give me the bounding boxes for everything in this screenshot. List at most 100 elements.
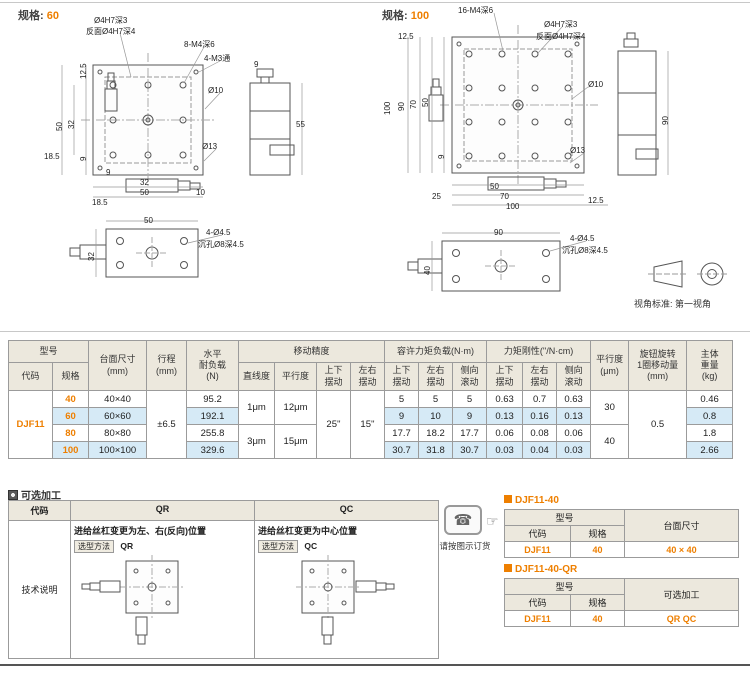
cell-parallel-um: 30 <box>590 390 630 425</box>
cell-ml: 10 <box>418 407 454 425</box>
qc-description: 进给丝杠变更为中心位置 <box>258 526 358 536</box>
bottom-rule <box>0 664 750 666</box>
th-parallelism-um: 平行度 (μm) <box>590 340 630 391</box>
cell-size: 40×40 <box>88 390 148 408</box>
order1-row-values: DJF11 40 40 × 40 <box>504 541 740 558</box>
cell-size: 100×100 <box>88 441 148 459</box>
optional-body-row: 技术说明 进给丝杠变更为左、右(反向)位置 选型方法 QR <box>8 520 439 659</box>
cell-load: 329.6 <box>186 441 240 459</box>
th-weight: 主体 重量 (kg) <box>686 340 734 391</box>
cell-straightness: 3μm <box>238 424 276 459</box>
cell-rig: 0.63 <box>556 390 592 408</box>
dim-label: 反面Ø4H7深4 <box>536 32 586 41</box>
qc-cell: 进给丝杠变更为中心位置 选型方法 QC <box>254 520 439 659</box>
order-table-2: 型号 可选加工 代码 规格 DJF11 40 QR QC <box>503 578 740 627</box>
dim-label: 70 <box>500 192 509 201</box>
cell-travel: ±6.5 <box>146 390 188 459</box>
dim-label: 32 <box>67 120 76 129</box>
th-model: 型号 <box>7 340 90 363</box>
phone-icon: ☎ <box>444 505 482 535</box>
th-order-extra: 台面尺寸 <box>624 509 740 542</box>
dim-label: 12.5 <box>79 63 88 79</box>
cell-rig: 0.06 <box>556 424 592 442</box>
th-straightness: 直线度 <box>238 362 276 391</box>
orange-square-icon <box>504 495 512 503</box>
cell-weight: 2.66 <box>686 441 734 459</box>
cell-ml: 30.7 <box>384 441 420 459</box>
dim-label: 50 <box>55 122 64 131</box>
orange-square-icon <box>504 564 512 572</box>
drawing-panel-60: 规格: 60 <box>8 3 370 331</box>
optional-header-row: 代码 QR QC <box>8 500 439 521</box>
order-box2-title-text: DJF11-40-QR <box>515 564 578 575</box>
spec-title-60: 规格: 60 <box>18 7 59 23</box>
th-order-code: 代码 <box>504 594 571 611</box>
spec-label: 规格: <box>18 10 44 22</box>
order-code-value: DJF11 <box>504 610 571 627</box>
cell-weight: 1.8 <box>686 424 734 442</box>
order-code-value: DJF11 <box>504 541 571 558</box>
cell-rig: 0.03 <box>556 441 592 459</box>
optional-title-text: 可选加工 <box>21 491 61 502</box>
dim-label: 4-Ø4.5 <box>570 234 595 243</box>
cell-spec: 100 <box>51 441 90 459</box>
order-note: 请按图示订货 <box>439 541 491 551</box>
th-order-code: 代码 <box>504 525 571 542</box>
cell-ml: 5 <box>418 390 454 408</box>
cell-ml: 5 <box>384 390 420 408</box>
cell-ml: 31.8 <box>418 441 454 459</box>
header-row-2: 代码 规格 直线度 平行度 上下 摆动 左右 摆动 上下 摆动 左右 摆动 侧向… <box>8 362 733 391</box>
mid-rule <box>0 331 750 332</box>
spec-table: 型号 台面尺寸 (mm) 行程 (mm) 水平 耐负载 (N) 移动精度 容许力… <box>7 340 734 459</box>
qr-method-value: QR <box>120 541 134 551</box>
order-box1-title-text: DJF11-40 <box>515 495 559 506</box>
drawing-panel-100: 规格: 100 <box>372 3 746 331</box>
dim-label: Ø13 <box>202 142 218 151</box>
cell-ml: 18.2 <box>418 424 454 442</box>
dim-label: 50 <box>421 98 430 107</box>
dim-label: 40 <box>423 266 432 275</box>
cell-size: 60×60 <box>88 407 148 425</box>
dim-label: 沉孔Ø8深4.5 <box>198 240 244 249</box>
order-box2-title: DJF11-40-QR <box>504 564 577 575</box>
qc-drawing <box>296 555 395 645</box>
dim-label: 9 <box>254 60 259 69</box>
cell-load: 95.2 <box>186 390 240 408</box>
dim-label: 55 <box>296 120 305 129</box>
th-load: 水平 耐负载 (N) <box>186 340 240 391</box>
th-pitch: 上下 摆动 <box>316 362 352 391</box>
th-opt-qr: QR <box>70 500 255 521</box>
th-parallelism: 平行度 <box>274 362 318 391</box>
dim-label: 18.5 <box>92 198 108 207</box>
dim-label: 12.5 <box>588 196 604 205</box>
order2-row-model: 型号 可选加工 <box>503 578 740 611</box>
order2-row-headers: 代码 规格 <box>504 594 739 611</box>
cell-parallelism: 15μm <box>274 424 318 459</box>
dim-label: 12.5 <box>398 32 414 41</box>
dim-label: 90 <box>397 102 406 111</box>
phone-glyph: ☎ <box>453 512 473 529</box>
th-ml-pitch: 上下 摆动 <box>384 362 420 391</box>
order-extra-value: 40 × 40 <box>624 541 740 558</box>
dim-label: Ø10 <box>208 86 224 95</box>
cell-rig: 0.16 <box>522 407 558 425</box>
cell-code: DJF11 <box>8 390 53 459</box>
optional-table: 代码 QR QC 技术说明 进给丝杠变更为左、右(反向)位置 选型方法 QR <box>8 500 439 659</box>
cell-straightness: 1μm <box>238 390 276 425</box>
cell-spec: 40 <box>51 390 90 408</box>
cell-ml: 9 <box>384 407 420 425</box>
cell-spec: 80 <box>51 424 90 442</box>
th-opt-qc: QC <box>254 500 439 521</box>
qr-description: 进给丝杠变更为左、右(反向)位置 <box>74 526 206 536</box>
table-row-100: 100 100×100 329.6 30.7 31.8 30.7 0.03 0.… <box>9 441 734 459</box>
spec-value: 60 <box>46 10 59 22</box>
qr-method-line: 选型方法 QR <box>74 540 251 553</box>
dim-label: 4-Ø4.5 <box>206 228 231 237</box>
cell-rig: 0.7 <box>522 390 558 408</box>
qc-method-line: 选型方法 QC <box>258 540 435 553</box>
th-table-size: 台面尺寸 (mm) <box>88 340 148 391</box>
dim-label: Ø4H7深3 <box>94 16 128 25</box>
dim-label: 100 <box>383 101 392 115</box>
dim-label: 90 <box>661 116 670 125</box>
